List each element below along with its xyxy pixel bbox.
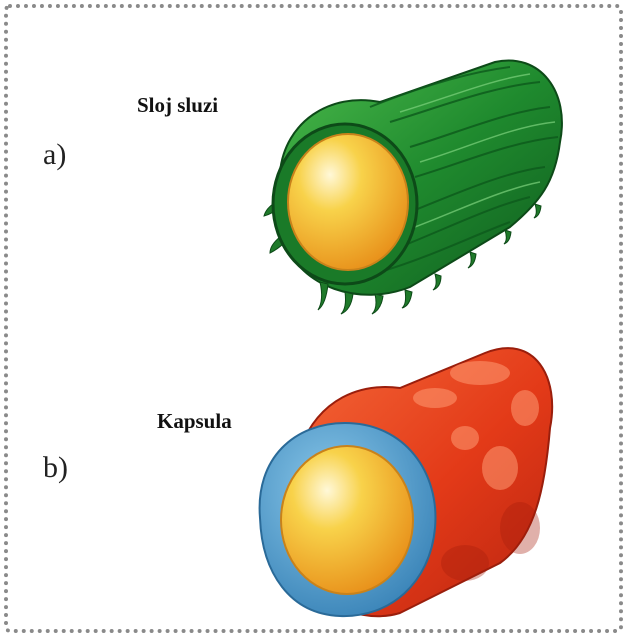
slime-layer-label: Sloj sluzi: [137, 93, 218, 118]
slime-cell-interior: [288, 134, 408, 270]
capsule-illustration: [250, 338, 560, 628]
panel-b-letter: b): [43, 451, 68, 485]
slime-layer-illustration: [240, 52, 580, 322]
panel-a-letter: a): [43, 138, 66, 172]
capsule-label: Kapsula: [157, 409, 232, 434]
capsule-cell-interior: [281, 446, 413, 594]
